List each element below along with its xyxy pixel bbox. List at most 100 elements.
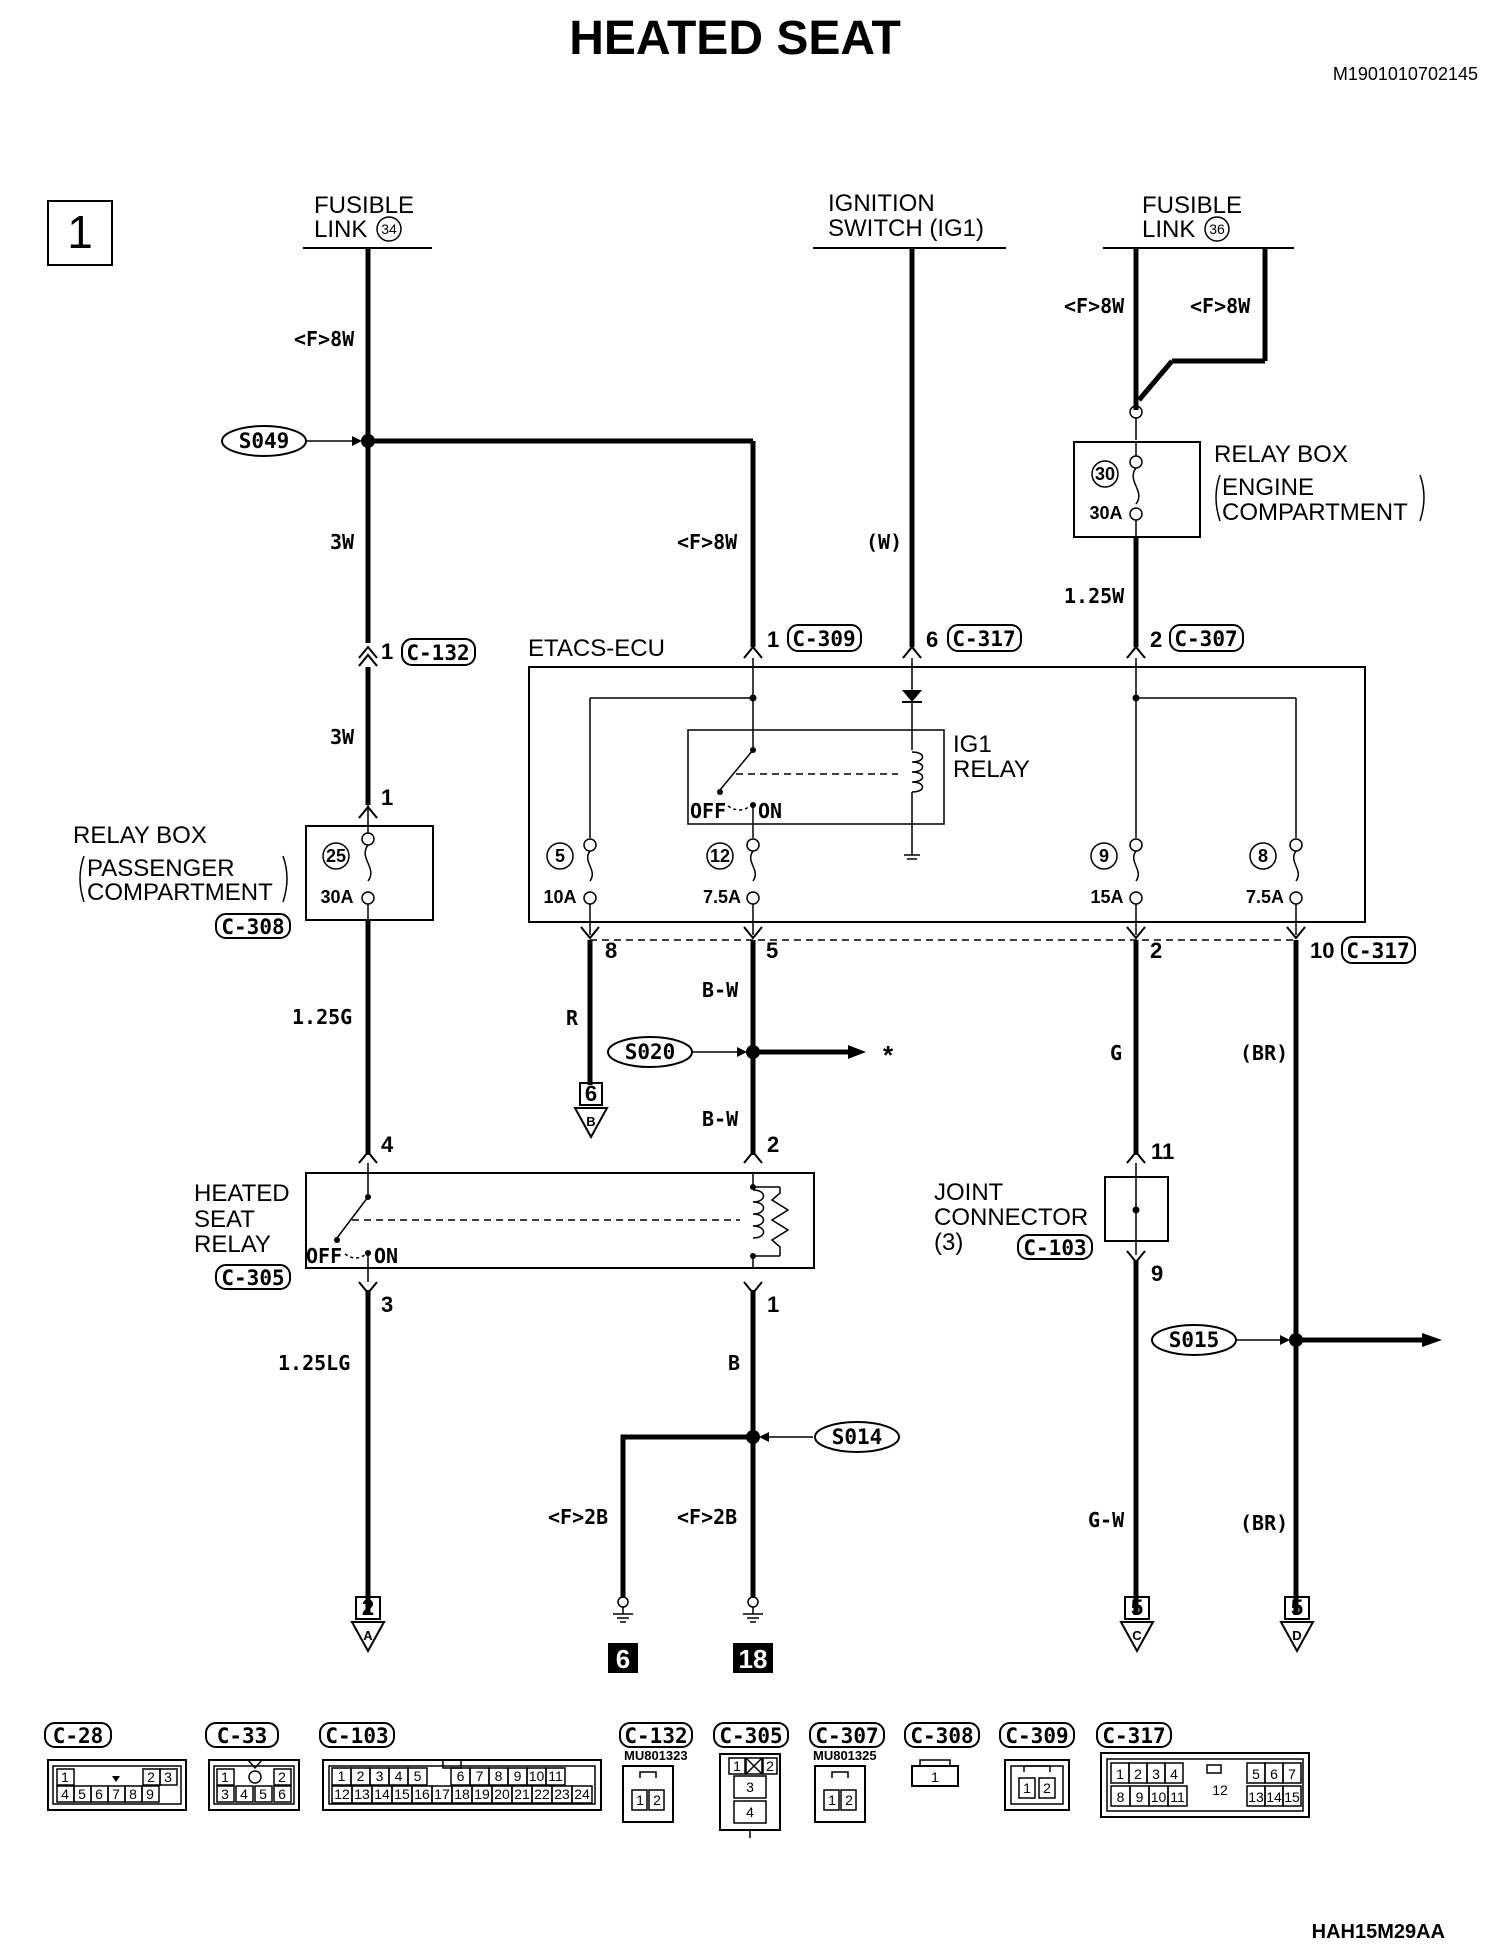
svg-text:1: 1 <box>1023 1780 1031 1796</box>
c103-pin-24-cell <box>571 1785 593 1804</box>
c317-pin-3-label: 3 <box>1152 1766 1160 1782</box>
c317-pin-4-cell <box>1164 1762 1184 1784</box>
svg-text:1: 1 <box>931 1769 939 1785</box>
connector-c317-bottom: C-317 <box>1341 936 1416 964</box>
svg-text:C-132: C-132 <box>406 641 469 665</box>
fusible-link-34: FUSIBLE LINK 34 <box>303 192 432 249</box>
c317-pin-15-cell <box>1282 1785 1302 1807</box>
ground-6: 6 <box>608 1596 638 1674</box>
svg-text:SEAT: SEAT <box>194 1206 255 1233</box>
c103-pin-8-label: 8 <box>495 1768 503 1784</box>
svg-text:15A: 15A <box>1090 887 1123 907</box>
svg-text:JOINT: JOINT <box>934 1179 1004 1206</box>
c103-pin-11-label: 11 <box>548 1768 563 1784</box>
svg-text:5: 5 <box>78 1786 86 1802</box>
svg-text:25: 25 <box>326 846 346 866</box>
c103-pin-6-label: 6 <box>457 1768 465 1784</box>
page-number: 1 <box>67 206 93 258</box>
wire-label-f2b-a: <F>2B <box>548 1505 608 1529</box>
svg-text:7: 7 <box>112 1786 120 1802</box>
connector-c317-top: C-317 <box>947 624 1022 652</box>
svg-text:8: 8 <box>1258 846 1268 866</box>
c103-pin-16-label: 16 <box>414 1786 430 1802</box>
c317-pin-2-label: 2 <box>1134 1766 1142 1782</box>
svg-text:30: 30 <box>1095 464 1115 484</box>
pin-c317-6: 6 <box>926 627 938 652</box>
heated-seat-relay: OFF ON HEATED SEAT RELAY C-305 <box>194 1163 815 1290</box>
svg-text:IGNITION: IGNITION <box>828 190 935 217</box>
svg-text:6: 6 <box>278 1786 286 1802</box>
svg-text:C-132: C-132 <box>624 1724 687 1748</box>
svg-text:9: 9 <box>146 1786 154 1802</box>
svg-text:C-307: C-307 <box>1174 627 1237 651</box>
fusible-link-36: FUSIBLE LINK 36 <box>1103 192 1294 249</box>
fuse-12: 12 7.5A <box>703 838 760 935</box>
wire-label-125g: 1.25G <box>292 1005 352 1029</box>
svg-text:LINK: LINK <box>1142 216 1195 243</box>
svg-text:RELAY: RELAY <box>194 1231 271 1258</box>
c317-pin-9-label: 9 <box>1136 1789 1144 1805</box>
svg-text:FUSIBLE: FUSIBLE <box>314 192 414 219</box>
svg-text:A: A <box>363 1628 373 1643</box>
splice-s020: S020 <box>607 1036 747 1068</box>
wire-label-bw-a: B-W <box>702 978 739 1002</box>
c317-pin-4-label: 4 <box>1170 1766 1178 1782</box>
c317-pin-14-label: 14 <box>1266 1789 1282 1805</box>
c317-pin-7-label: 7 <box>1288 1766 1296 1782</box>
c103-pin-21-label: 21 <box>514 1786 530 1802</box>
svg-text:FUSIBLE: FUSIBLE <box>1142 192 1242 219</box>
pin-ecu-5: 5 <box>766 938 778 963</box>
document-code: M1901010702145 <box>1333 64 1478 84</box>
continuation-5c: 5 C <box>1119 1595 1155 1654</box>
svg-text:3: 3 <box>746 1779 754 1795</box>
svg-text:6: 6 <box>95 1786 103 1802</box>
joint-connector-3: JOINT CONNECTOR (3) C-103 <box>934 1163 1169 1260</box>
page-title: HEATED SEAT <box>569 12 901 65</box>
svg-text:S014: S014 <box>832 1425 883 1449</box>
splice-s049: S049 <box>221 425 362 457</box>
svg-text:C-308: C-308 <box>221 915 284 939</box>
pin-jc-9: 9 <box>1151 1261 1163 1286</box>
c317-pin-1-label: 1 <box>1116 1766 1124 1782</box>
ground-18: 18 <box>733 1596 773 1674</box>
pin-c309-1: 1 <box>767 627 779 652</box>
svg-text:12: 12 <box>710 846 730 866</box>
c103-pin-19-label: 19 <box>474 1786 490 1802</box>
ignition-switch-ig1: IGNITION SWITCH (IG1) <box>813 190 1006 249</box>
svg-text:10A: 10A <box>543 887 576 907</box>
svg-text:7.5A: 7.5A <box>1246 887 1284 907</box>
pin-relay-box-in: 1 <box>381 785 393 810</box>
c103-pin-20-label: 20 <box>494 1786 510 1802</box>
svg-text:6: 6 <box>616 1644 630 1674</box>
pin-hsr-1: 1 <box>767 1292 779 1317</box>
svg-text:5: 5 <box>259 1786 267 1802</box>
fuse-8: 8 7.5A <box>1246 838 1303 935</box>
svg-text:7.5A: 7.5A <box>703 887 741 907</box>
pin-jc-11: 11 <box>1151 1139 1174 1164</box>
svg-text:4: 4 <box>61 1786 69 1802</box>
svg-text:2: 2 <box>278 1769 286 1785</box>
c103-pin-2-label: 2 <box>357 1768 365 1784</box>
svg-text:S049: S049 <box>239 429 290 453</box>
svg-text:C-28: C-28 <box>53 1724 104 1748</box>
connector-view-c308: C-308 1 <box>904 1722 980 1787</box>
svg-text:SWITCH (IG1): SWITCH (IG1) <box>828 215 984 242</box>
c103-pin-9-label: 9 <box>514 1768 522 1784</box>
svg-text:C: C <box>1132 1628 1142 1643</box>
svg-text:2: 2 <box>845 1792 853 1808</box>
c103-pin-15-label: 15 <box>394 1786 410 1802</box>
svg-text:36: 36 <box>1209 221 1225 237</box>
svg-text:1: 1 <box>61 1769 69 1785</box>
connector-c307: C-307 <box>1169 624 1244 652</box>
svg-text:9: 9 <box>1099 846 1109 866</box>
svg-text:PASSENGER: PASSENGER <box>87 855 235 882</box>
svg-text:5: 5 <box>1291 1595 1303 1620</box>
connector-view-c132: C-132 MU801323 1 2 <box>619 1722 693 1823</box>
connector-view-c317: C-317 12 <box>1096 1722 1310 1818</box>
c103-pin-17-label: 17 <box>434 1786 450 1802</box>
connector-view-c309: C-309 1 2 <box>999 1722 1075 1811</box>
connector-view-c307: C-307 MU801325 1 2 <box>809 1722 885 1823</box>
svg-text:5: 5 <box>1131 1595 1143 1620</box>
